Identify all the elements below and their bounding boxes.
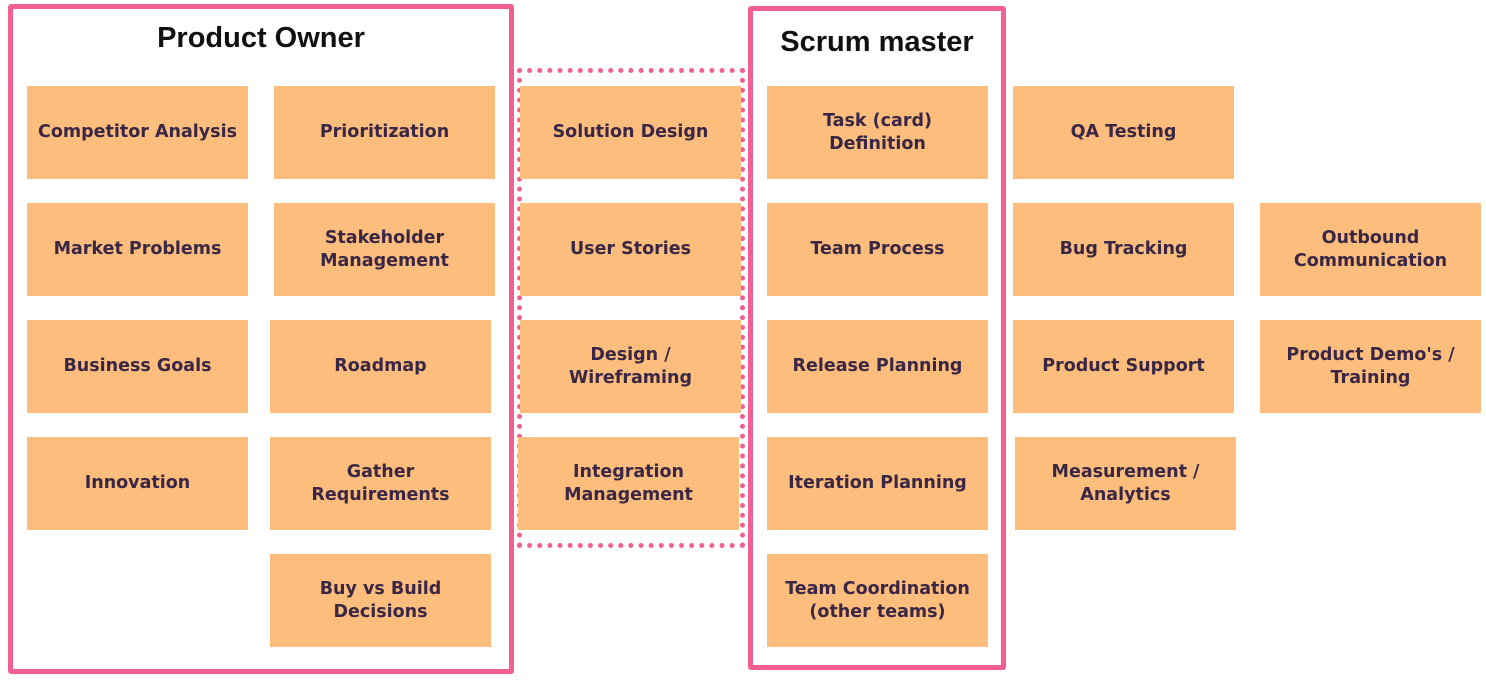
card-design-wireframing[interactable]: Design / Wireframing (520, 320, 741, 413)
card-label: Innovation (84, 473, 191, 493)
card-label: Product Demo's / Training (1286, 344, 1455, 388)
card-label: Business Goals (63, 356, 212, 376)
card-label: User Stories (569, 239, 692, 259)
card-label: Gather Requirements (311, 461, 450, 505)
card-label: Buy vs Build Decisions (319, 578, 442, 622)
card-label: Release Planning (792, 356, 963, 376)
card-task-definition[interactable]: Task (card) Definition (767, 86, 988, 179)
card-integration-management[interactable]: Integration Management (518, 437, 739, 530)
card-measurement-analytics[interactable]: Measurement / Analytics (1015, 437, 1236, 530)
card-label: Integration Management (564, 461, 693, 505)
card-roadmap[interactable]: Roadmap (270, 320, 491, 413)
card-product-support[interactable]: Product Support (1013, 320, 1234, 413)
card-label: Roadmap (334, 356, 427, 376)
card-bug-tracking[interactable]: Bug Tracking (1013, 203, 1234, 296)
shared-dotted-frame (517, 68, 745, 548)
card-label: Bug Tracking (1059, 239, 1188, 259)
card-label: Competitor Analysis (37, 122, 238, 142)
card-iteration-planning[interactable]: Iteration Planning (767, 437, 988, 530)
scrum-master-title: Scrum master (780, 26, 974, 58)
card-user-stories[interactable]: User Stories (520, 203, 741, 296)
card-stakeholder-management[interactable]: Stakeholder Management (274, 203, 495, 296)
card-prioritization[interactable]: Prioritization (274, 86, 495, 179)
card-label: Team Coordination (other teams) (785, 578, 970, 622)
card-label: Outbound Communication (1293, 227, 1448, 271)
card-team-process[interactable]: Team Process (767, 203, 988, 296)
card-competitor-analysis[interactable]: Competitor Analysis (27, 86, 248, 179)
card-product-demos-training[interactable]: Product Demo's / Training (1260, 320, 1481, 413)
product-owner-frame (8, 4, 514, 674)
card-business-goals[interactable]: Business Goals (27, 320, 248, 413)
card-label: Solution Design (552, 122, 709, 142)
card-label: Market Problems (53, 239, 222, 259)
card-outbound-communication[interactable]: Outbound Communication (1260, 203, 1481, 296)
card-label: Design / Wireframing (568, 344, 693, 388)
card-solution-design[interactable]: Solution Design (520, 86, 741, 179)
card-label: Product Support (1042, 356, 1205, 376)
card-label: Prioritization (319, 122, 450, 142)
card-label: Task (card) Definition (823, 110, 932, 154)
scrum-master-frame (748, 6, 1006, 670)
card-team-coordination[interactable]: Team Coordination (other teams) (767, 554, 988, 647)
card-label: QA Testing (1070, 122, 1177, 142)
card-gather-requirements[interactable]: Gather Requirements (270, 437, 491, 530)
card-buy-vs-build-decisions[interactable]: Buy vs Build Decisions (270, 554, 491, 647)
card-market-problems[interactable]: Market Problems (27, 203, 248, 296)
card-label: Measurement / Analytics (1051, 461, 1200, 505)
card-label: Iteration Planning (788, 473, 967, 493)
product-owner-title: Product Owner (157, 22, 365, 54)
card-release-planning[interactable]: Release Planning (767, 320, 988, 413)
card-innovation[interactable]: Innovation (27, 437, 248, 530)
card-label: Team Process (810, 239, 945, 259)
card-qa-testing[interactable]: QA Testing (1013, 86, 1234, 179)
card-label: Stakeholder Management (320, 227, 449, 271)
